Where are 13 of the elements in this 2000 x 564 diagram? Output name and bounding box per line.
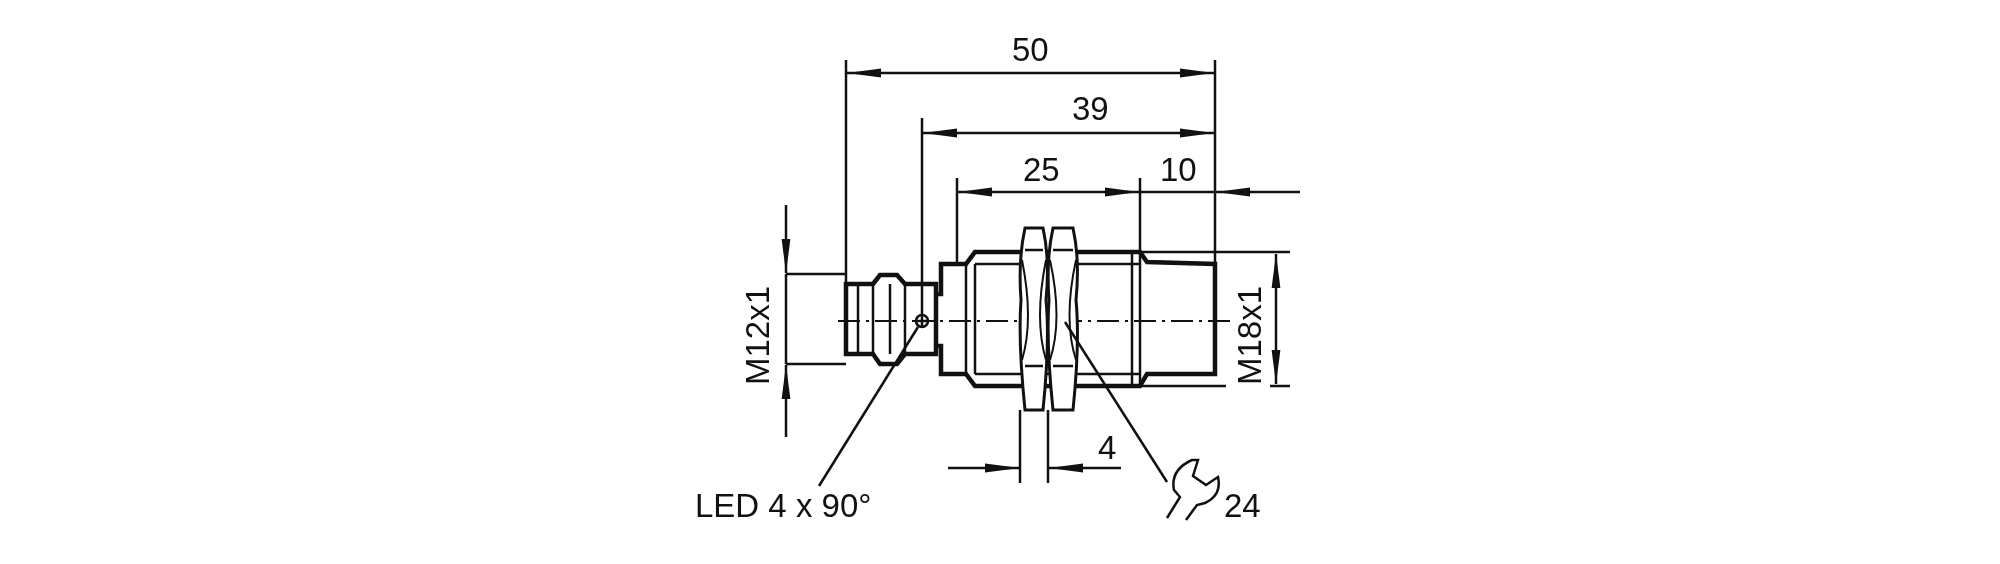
wrench-size-text: 24	[1224, 488, 1261, 524]
dimension-value: 50	[1012, 32, 1049, 68]
led-marker	[914, 313, 930, 329]
leader-line	[1063, 321, 1169, 483]
dimension-value: 4	[1098, 430, 1117, 466]
hex-nut-drawing	[1018, 226, 1079, 412]
leader-line	[817, 326, 920, 487]
dimension-value: 39	[1072, 91, 1109, 127]
dimension-value: M18x1	[1232, 285, 1268, 385]
dimension-value: M12x1	[740, 285, 776, 385]
led-callout-text: LED 4 x 90°	[695, 488, 872, 524]
dimension-value: 25	[1023, 152, 1060, 188]
dimension-value: 10	[1160, 152, 1197, 188]
